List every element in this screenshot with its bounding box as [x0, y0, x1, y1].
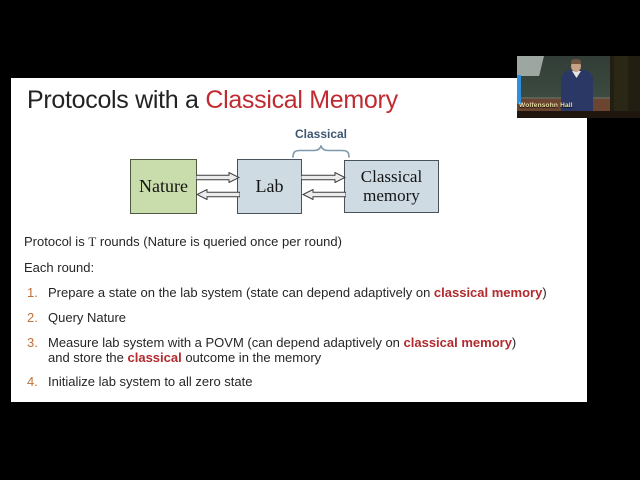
- webcam-video[interactable]: Wolfensohn Hall: [517, 56, 640, 118]
- side-wall-panel: [614, 56, 628, 114]
- audience-row: [517, 111, 640, 118]
- slide-title-black: Protocols with a: [27, 86, 206, 114]
- arrow-left-icon: [301, 189, 346, 200]
- list-number: 1.: [27, 285, 38, 300]
- list-number: 4.: [27, 374, 38, 389]
- presentation-slide: Protocols with a Classical Memory Classi…: [11, 78, 587, 402]
- math-T: T: [88, 234, 97, 249]
- arrow-right-icon: [301, 172, 346, 183]
- list-item-3-line2: and store the classical outcome in the m…: [48, 350, 322, 365]
- highlight-classical: classical: [127, 350, 182, 365]
- speaker-collar: [572, 71, 581, 78]
- list-item-3: 3.Measure lab system with a POVM (can de…: [27, 335, 516, 365]
- nature-box: Nature: [130, 159, 197, 214]
- nature-box-label: Nature: [139, 175, 188, 196]
- slide-title-red: Classical Memory: [205, 86, 398, 114]
- arrow-right-icon: [196, 172, 240, 183]
- list-item-1: 1.Prepare a state on the lab system (sta…: [27, 285, 547, 300]
- list-number: 2.: [27, 310, 38, 325]
- highlight-classical-memory: classical memory: [403, 335, 512, 350]
- curly-brace-icon: [292, 145, 350, 158]
- classical-memory-box: Classical memory: [344, 160, 439, 213]
- each-round-line: Each round:: [24, 260, 95, 275]
- blue-screen-edge: [517, 75, 521, 104]
- arrow-left-icon: [196, 189, 240, 200]
- list-item-2: 2.Query Nature: [27, 310, 127, 325]
- lab-box: Lab: [237, 159, 302, 214]
- highlight-classical-memory: classical memory: [433, 285, 543, 300]
- projector-screen: [517, 56, 544, 76]
- classical-memory-box-label: Classical memory: [360, 167, 423, 205]
- lab-box-label: Lab: [255, 175, 284, 196]
- list-number: 3.: [27, 335, 38, 350]
- speaker-head: [571, 60, 581, 72]
- speaker-hair: [571, 59, 581, 64]
- protocol-rounds-line: Protocol is T rounds (Nature is queried …: [24, 234, 342, 249]
- list-item-3-line1: 3.Measure lab system with a POVM (can de…: [27, 335, 517, 350]
- list-item-4: 4.Initialize lab system to all zero stat…: [27, 374, 253, 389]
- slide-title: Protocols with a Classical Memory: [27, 86, 398, 115]
- venue-caption: Wolfensohn Hall: [519, 102, 573, 109]
- diagram-brace-label: Classical: [294, 127, 348, 141]
